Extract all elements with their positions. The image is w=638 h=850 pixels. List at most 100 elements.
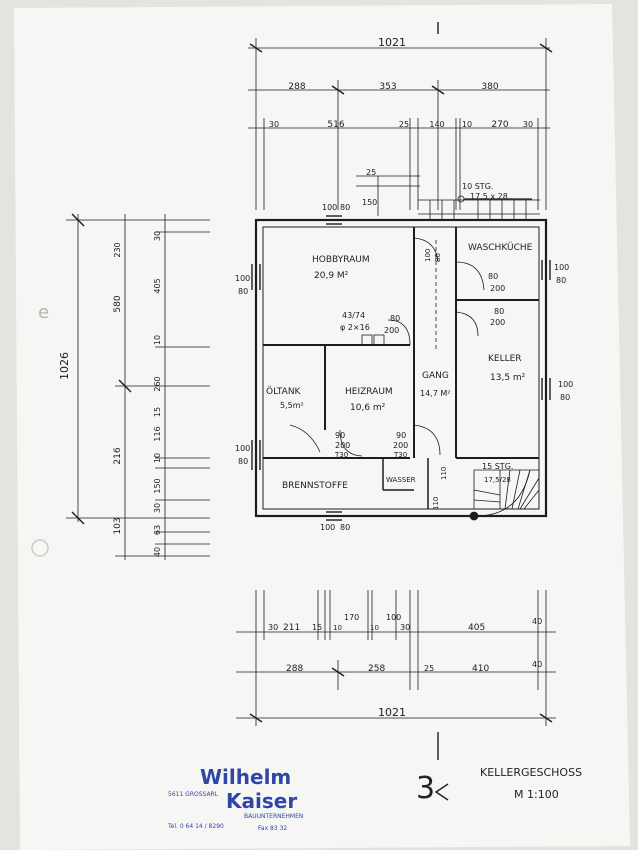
dim-top-overall: 1021	[378, 36, 406, 49]
dim-bot-row2-1: 288	[286, 664, 303, 674]
stamp-sub1: 5611 GROSSARL	[168, 791, 219, 798]
dim-bot-row1-2: 211	[283, 623, 300, 633]
sheet-title: KELLERGESCHOSS	[480, 766, 582, 779]
dimension-lines	[66, 22, 556, 760]
door-heiz2-b: 200	[393, 441, 408, 450]
gang-window-a: 100	[424, 249, 432, 262]
dim-top-row3-a: 30	[269, 120, 279, 129]
door-swings	[289, 237, 485, 457]
dim-top-row3-b: 516	[327, 120, 344, 130]
room-heiz-name: HEIZRAUM	[345, 387, 393, 397]
company-stamp: Wilhelm Kaiser 5611 GROSSARL Tel. 0 64 1…	[167, 765, 303, 832]
dim-bot-row2-3: 25	[424, 664, 434, 673]
room-wasch-name: WASCHKÜCHE	[468, 242, 533, 253]
door-heiz1-a: 90	[335, 431, 345, 440]
room-wasser-name: WASSER	[386, 476, 416, 484]
dim-bot-row1-8: 30	[400, 623, 410, 632]
door-heiz2-c: T30	[393, 451, 407, 459]
dim-bot-row2-4: 410	[472, 664, 489, 674]
dim-left-inner-7: 116	[153, 426, 162, 441]
dim-bot-row1-1: 30	[268, 623, 278, 632]
spiral-stair	[469, 469, 540, 521]
dim-left-inner-9: 150	[153, 478, 162, 493]
room-keller-name: KELLER	[488, 354, 522, 364]
dim-window-bottom-b: 80	[340, 523, 350, 532]
door-wasch2-b: 200	[490, 318, 505, 327]
dim-top-row3-c: 25	[399, 120, 409, 129]
room-keller-area: 13,5 m²	[490, 373, 526, 383]
dim-top-row3-g: 30	[523, 120, 533, 129]
stair-top	[418, 195, 540, 220]
win-left2-a: 100	[235, 444, 250, 453]
stair-bottom-count: 15 STG.	[482, 462, 513, 471]
dim-left-inner-1: 30	[153, 231, 162, 241]
win-left1-a: 100	[235, 274, 250, 283]
dim-stair-ext: 25	[366, 168, 376, 177]
room-heiz-area: 10,6 m²	[350, 403, 386, 413]
dim-bot-row1-4: 10	[333, 624, 342, 632]
dim-left-outer-c: 103	[113, 517, 123, 534]
room-gang-name: GANG	[422, 371, 449, 381]
dim-top-row2-a: 288	[288, 82, 305, 92]
stamp-sub2: Tel. 0 64 14 / 8290	[167, 823, 224, 830]
door-wasch1-a: 80	[488, 272, 498, 281]
room-oel-area: 5,5m²	[280, 401, 304, 410]
sheet-mark-glyph	[434, 783, 449, 801]
dim-left-outer-b: 216	[113, 447, 123, 464]
stamp-line1: Wilhelm	[200, 765, 291, 789]
dim-top-row3-d: 140	[429, 120, 444, 129]
win-right1-b: 80	[556, 276, 566, 285]
dim-top-row3-f: 270	[491, 120, 508, 130]
dim-bot-row1-6: 10	[370, 624, 379, 632]
dim-bot-row1-3: 15	[312, 623, 322, 632]
door-wasch2-a: 80	[494, 307, 504, 316]
dim-window-top-a: 100	[322, 203, 337, 212]
dim-left-inner-5: 260	[153, 376, 162, 391]
dim-top-row3-e: 10	[462, 120, 472, 129]
stamp-line2: Kaiser	[226, 789, 297, 813]
room-oel-name: ÖLTANK	[266, 386, 302, 397]
stair-top-ratio: 17,5 x 28	[470, 192, 508, 201]
dim-left-inner-8: 10	[153, 453, 162, 463]
win-left2-b: 80	[238, 457, 248, 466]
win-right2-b: 80	[560, 393, 570, 402]
gang-bottom-a: 110	[432, 497, 440, 510]
dim-window-top-b: 80	[340, 203, 350, 212]
stair-top-count: 10 STG.	[462, 182, 493, 191]
door-heiz2-a: 90	[396, 431, 406, 440]
dim-left-inner-2: 230	[113, 242, 122, 257]
dim-bot-row1-10: 40	[532, 617, 542, 626]
dim-bot-row1-7: 100	[386, 613, 401, 622]
room-brenn-name: BRENNSTOFFE	[282, 481, 348, 491]
dim-bot-row1-9: 405	[468, 623, 485, 633]
dim-top-row2-b: 353	[379, 82, 396, 92]
door-wasch1-b: 200	[490, 284, 505, 293]
win-left1-b: 80	[238, 287, 248, 296]
win-right2-a: 100	[558, 380, 573, 389]
door-heiz1-c: T30	[334, 451, 348, 459]
stamp-sub4: Fax 83 32	[258, 825, 287, 832]
chimney-size: 43/74	[342, 311, 365, 320]
walls	[254, 218, 548, 518]
pencil-mark: e	[38, 302, 49, 323]
dim-window-bottom-a: 100	[320, 523, 335, 532]
dim-top-row2-c: 380	[481, 82, 498, 92]
punch-hole	[31, 539, 49, 557]
room-hobby-area: 20,9 M²	[314, 271, 349, 281]
dim-bottom-overall: 1021	[378, 706, 406, 719]
window-marks	[251, 215, 551, 521]
dim-bot-row2-5: 40	[532, 660, 542, 669]
dim-left-outer-a: 580	[113, 295, 123, 312]
stair-bottom-ratio: 17,5/28	[484, 476, 511, 484]
win-right1-a: 100	[554, 263, 569, 272]
chimney-flue: φ 2×16	[340, 323, 370, 332]
dim-left-inner-3: 405	[153, 278, 162, 293]
room-gang-area: 14,7 M²	[420, 389, 450, 398]
dim-left-inner-12: 40	[153, 547, 162, 557]
paper-sheet	[14, 4, 630, 850]
gang-window-b: 80	[434, 253, 442, 262]
dim-left-inner-4: 10	[153, 335, 162, 345]
door-hobby-a: 80	[390, 314, 400, 323]
stamp-sub3: BAUUNTERNEHMEN	[244, 813, 303, 820]
